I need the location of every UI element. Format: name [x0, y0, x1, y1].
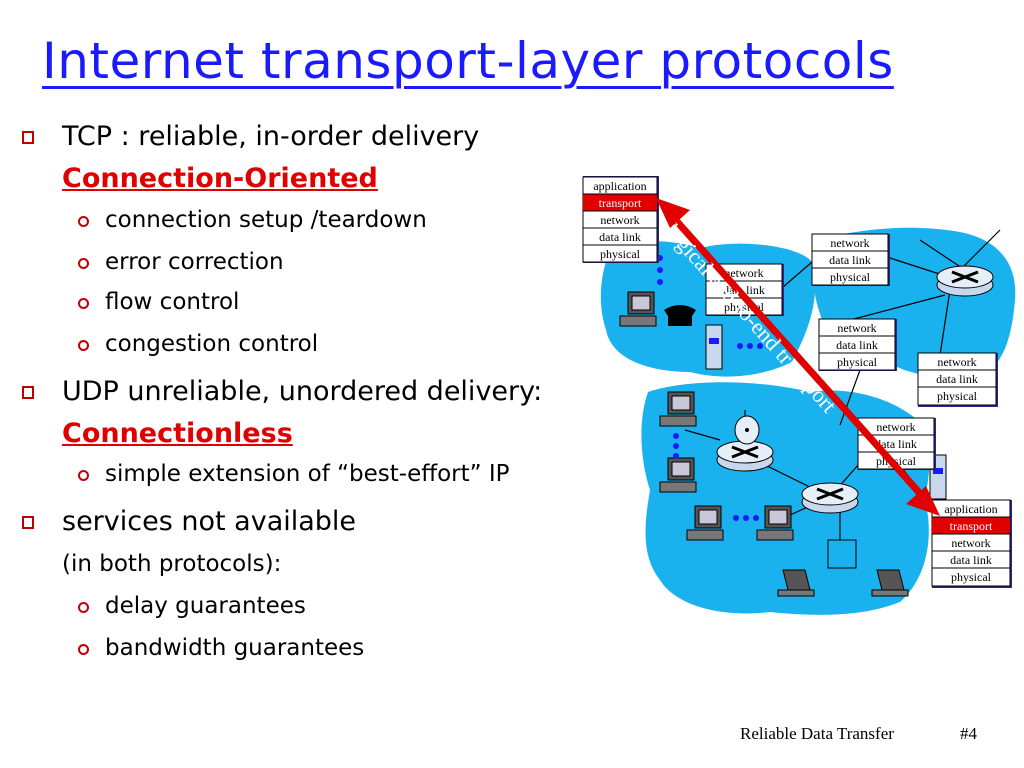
computer-icon — [659, 391, 697, 427]
layer-label: data link — [599, 230, 641, 244]
host-stack-left: application transport network data link … — [582, 176, 659, 263]
layer-label: physical — [830, 270, 871, 284]
sub-bullet-icon — [78, 258, 89, 269]
tcp-emphasis: Connection-Oriented — [62, 163, 378, 194]
layer-label: application — [593, 179, 646, 193]
computer-icon — [619, 291, 657, 327]
router-icon — [801, 482, 859, 514]
layer-label: data link — [950, 553, 992, 567]
sub-bullet-icon — [78, 340, 89, 351]
network-cloud — [641, 382, 930, 615]
bullet-tcp: TCP : reliable, in-order delivery — [62, 121, 480, 152]
udp-emphasis: Connectionless — [62, 418, 293, 449]
router-stack: network data link physical — [857, 417, 936, 470]
layer-label: physical — [951, 570, 992, 584]
sub-bullet-icon — [78, 644, 89, 655]
page-title: Internet transport-layer protocols — [42, 32, 894, 90]
sub-bullet-icon — [78, 602, 89, 613]
ellipsis-dots-icon — [657, 255, 763, 521]
base-station-icon — [827, 539, 857, 569]
footer-title: Reliable Data Transfer — [740, 724, 894, 743]
layer-label: transport — [599, 196, 642, 210]
sub-bullet-icon — [78, 216, 89, 227]
sub-item: delay guarantees — [105, 593, 306, 619]
router-icon — [716, 440, 774, 472]
layer-label: data link — [836, 338, 878, 352]
layer-label: data link — [875, 437, 917, 451]
layer-label: network — [951, 536, 990, 550]
sub-item: error correction — [105, 249, 284, 275]
bullet-services: services not available — [62, 506, 357, 537]
double-arrow-icon — [656, 198, 940, 516]
telephone-icon — [664, 305, 696, 326]
layer-label: network — [876, 420, 915, 434]
router-stack: network data link physical — [818, 318, 897, 371]
layer-label: network — [937, 355, 976, 369]
layer-label: physical — [600, 247, 641, 261]
router-stack: network data link physical — [917, 352, 998, 407]
sub-bullet-icon — [78, 470, 89, 481]
layer-label: network — [830, 236, 869, 250]
layer-label: application — [944, 502, 997, 516]
layer-label: data link — [829, 253, 871, 267]
layer-label: network — [600, 213, 639, 227]
router-icon — [936, 265, 994, 297]
sub-item: bandwidth guarantees — [105, 635, 365, 661]
sub-item: connection setup /teardown — [105, 207, 427, 233]
layer-label: network — [837, 321, 876, 335]
layer-label: physical — [937, 389, 978, 403]
satellite-dish-icon — [734, 415, 760, 445]
bullet-square-icon — [22, 386, 34, 399]
host-stack-right: application transport network data link … — [931, 499, 1012, 588]
bullet-square-icon — [22, 131, 34, 144]
layer-label: network — [724, 266, 763, 280]
layer-label: transport — [950, 519, 993, 533]
bullet-udp: UDP unreliable, unordered delivery: — [62, 376, 543, 407]
computer-icon — [686, 505, 724, 541]
bullet-square-icon — [22, 516, 34, 529]
laptop-icon — [777, 569, 815, 597]
page-number: #4 — [960, 724, 977, 743]
computer-icon — [659, 457, 697, 493]
server-icon — [705, 324, 723, 370]
router-stack: network data link physical — [811, 233, 890, 286]
services-note: (in both protocols): — [62, 551, 282, 577]
sub-item: flow control — [105, 289, 240, 315]
sub-item: simple extension of “best-effort” IP — [105, 461, 510, 487]
laptop-icon — [871, 569, 909, 597]
sub-item: congestion control — [105, 331, 319, 357]
layer-label: physical — [837, 355, 878, 369]
sub-bullet-icon — [78, 298, 89, 309]
layer-label: data link — [936, 372, 978, 386]
computer-icon — [756, 505, 794, 541]
